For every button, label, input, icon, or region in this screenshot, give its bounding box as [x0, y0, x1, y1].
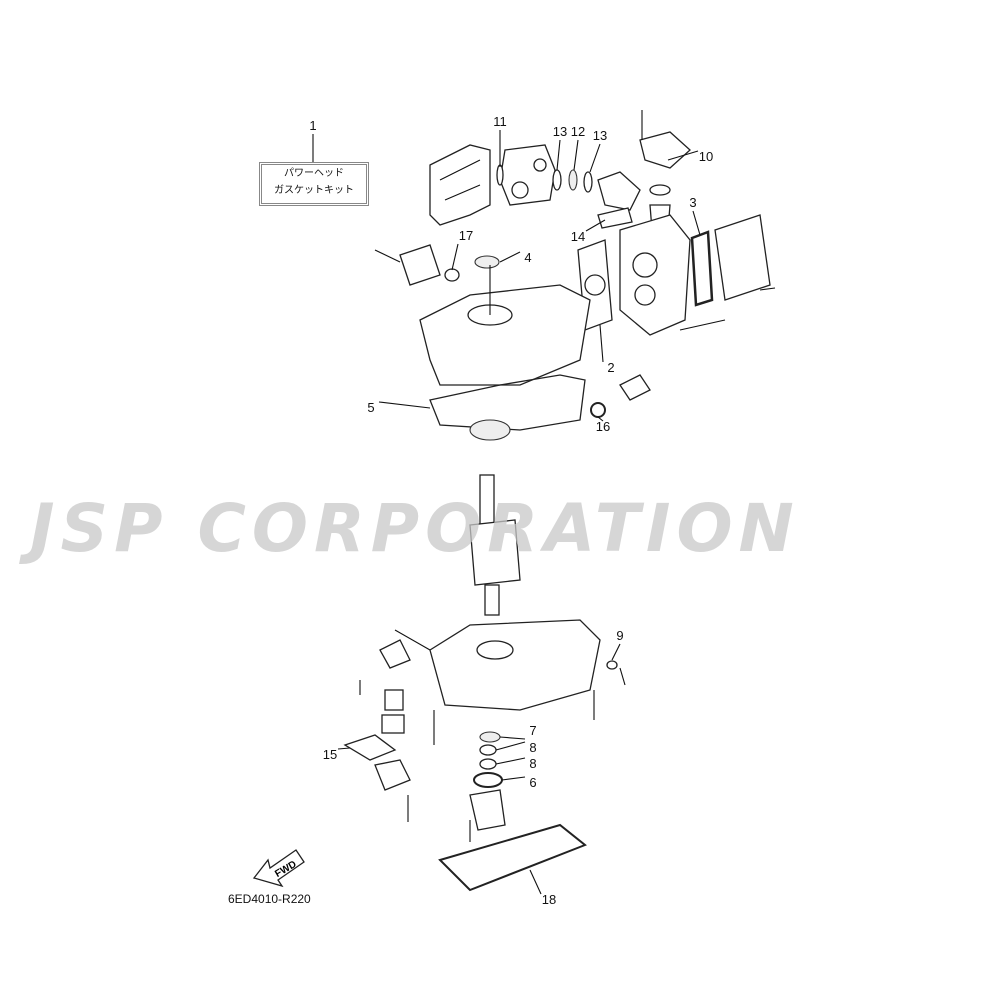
oil-seal-8a: [479, 744, 497, 756]
leader-line: [611, 643, 621, 661]
o-ring-11: [496, 164, 504, 186]
leader-line: [599, 324, 604, 363]
callout-9[interactable]: 9: [616, 628, 623, 643]
cylinder-block: [419, 265, 591, 386]
fuel-pump: [399, 244, 441, 286]
o-ring-17: [444, 268, 460, 282]
callout-18[interactable]: 18: [542, 892, 556, 907]
o-ring-6: [473, 772, 503, 788]
callout-17[interactable]: 17: [459, 228, 473, 243]
leader-line: [556, 139, 561, 171]
leader-line: [692, 210, 701, 236]
leader-line: [529, 869, 542, 895]
callout-13[interactable]: 13: [553, 124, 567, 139]
leader-line: [337, 747, 351, 750]
relief-valve-parts: [343, 639, 411, 822]
kit-label-line1: パワーヘッド: [284, 168, 344, 179]
leader-line: [495, 757, 526, 765]
leader-line: [499, 736, 526, 740]
leader-line: [573, 139, 579, 171]
gasket-kit-label: パワーヘッド ガスケットキット: [259, 162, 369, 206]
leader-line: [378, 401, 431, 409]
callout-7[interactable]: 7: [529, 723, 536, 738]
leader-line: [451, 243, 459, 271]
callout-2[interactable]: 2: [607, 360, 614, 375]
callout-5[interactable]: 5: [367, 400, 374, 415]
leader-line: [597, 416, 604, 422]
watermark-text: JSP CORPORATION: [30, 490, 800, 567]
crankcase: [394, 619, 601, 711]
head-cover: [714, 214, 771, 301]
callout-16[interactable]: 16: [596, 419, 610, 434]
callout-6[interactable]: 6: [529, 775, 536, 790]
callout-12[interactable]: 12: [571, 124, 585, 139]
leader-line: [667, 150, 699, 161]
oil-seal-7: [479, 731, 501, 743]
diagram-code: 6ED4010-R220: [228, 892, 311, 906]
intake-silencer: [429, 144, 491, 226]
callout-11[interactable]: 11: [493, 114, 507, 129]
leader-line: [589, 143, 601, 173]
gasket-13b: [583, 171, 593, 193]
callout-13[interactable]: 13: [593, 128, 607, 143]
washer-9: [606, 660, 618, 670]
cylinder-head: [619, 214, 691, 336]
fwd-arrow-icon: FWD: [250, 838, 310, 893]
leader-lines: [312, 130, 701, 895]
callout-10[interactable]: 10: [699, 149, 713, 164]
o-ring-16: [590, 402, 606, 418]
leader-line: [585, 219, 606, 232]
thermostat-cover: [639, 110, 691, 231]
intake-manifold: [597, 171, 641, 211]
gasket-14: [597, 207, 633, 229]
svg-text:FWD: FWD: [273, 859, 298, 880]
callout-3[interactable]: 3: [689, 195, 696, 210]
gasket-13a: [552, 169, 562, 191]
callout-8[interactable]: 8: [529, 740, 536, 755]
crankshaft: [469, 419, 521, 616]
leader-line: [501, 776, 526, 781]
head-cover-gasket-3: [690, 230, 714, 307]
gasket-18: [438, 823, 587, 892]
kit-label-line2: ガスケットキット: [274, 185, 354, 196]
crankcase-gasket-5: [429, 374, 586, 431]
oil-pump-housing: [469, 789, 506, 831]
callout-4[interactable]: 4: [524, 250, 531, 265]
callout-14[interactable]: 14: [571, 229, 585, 244]
callout-15[interactable]: 15: [323, 747, 337, 762]
carburetor: [499, 144, 556, 206]
leader-line: [499, 251, 521, 263]
callout-1[interactable]: 1: [309, 118, 316, 133]
callout-8[interactable]: 8: [529, 756, 536, 771]
leader-line: [495, 741, 526, 751]
oil-seal-4: [474, 255, 500, 269]
oil-seal-8b: [479, 758, 497, 770]
oil-filler-cap: [619, 374, 651, 401]
insulator-12: [568, 169, 578, 191]
